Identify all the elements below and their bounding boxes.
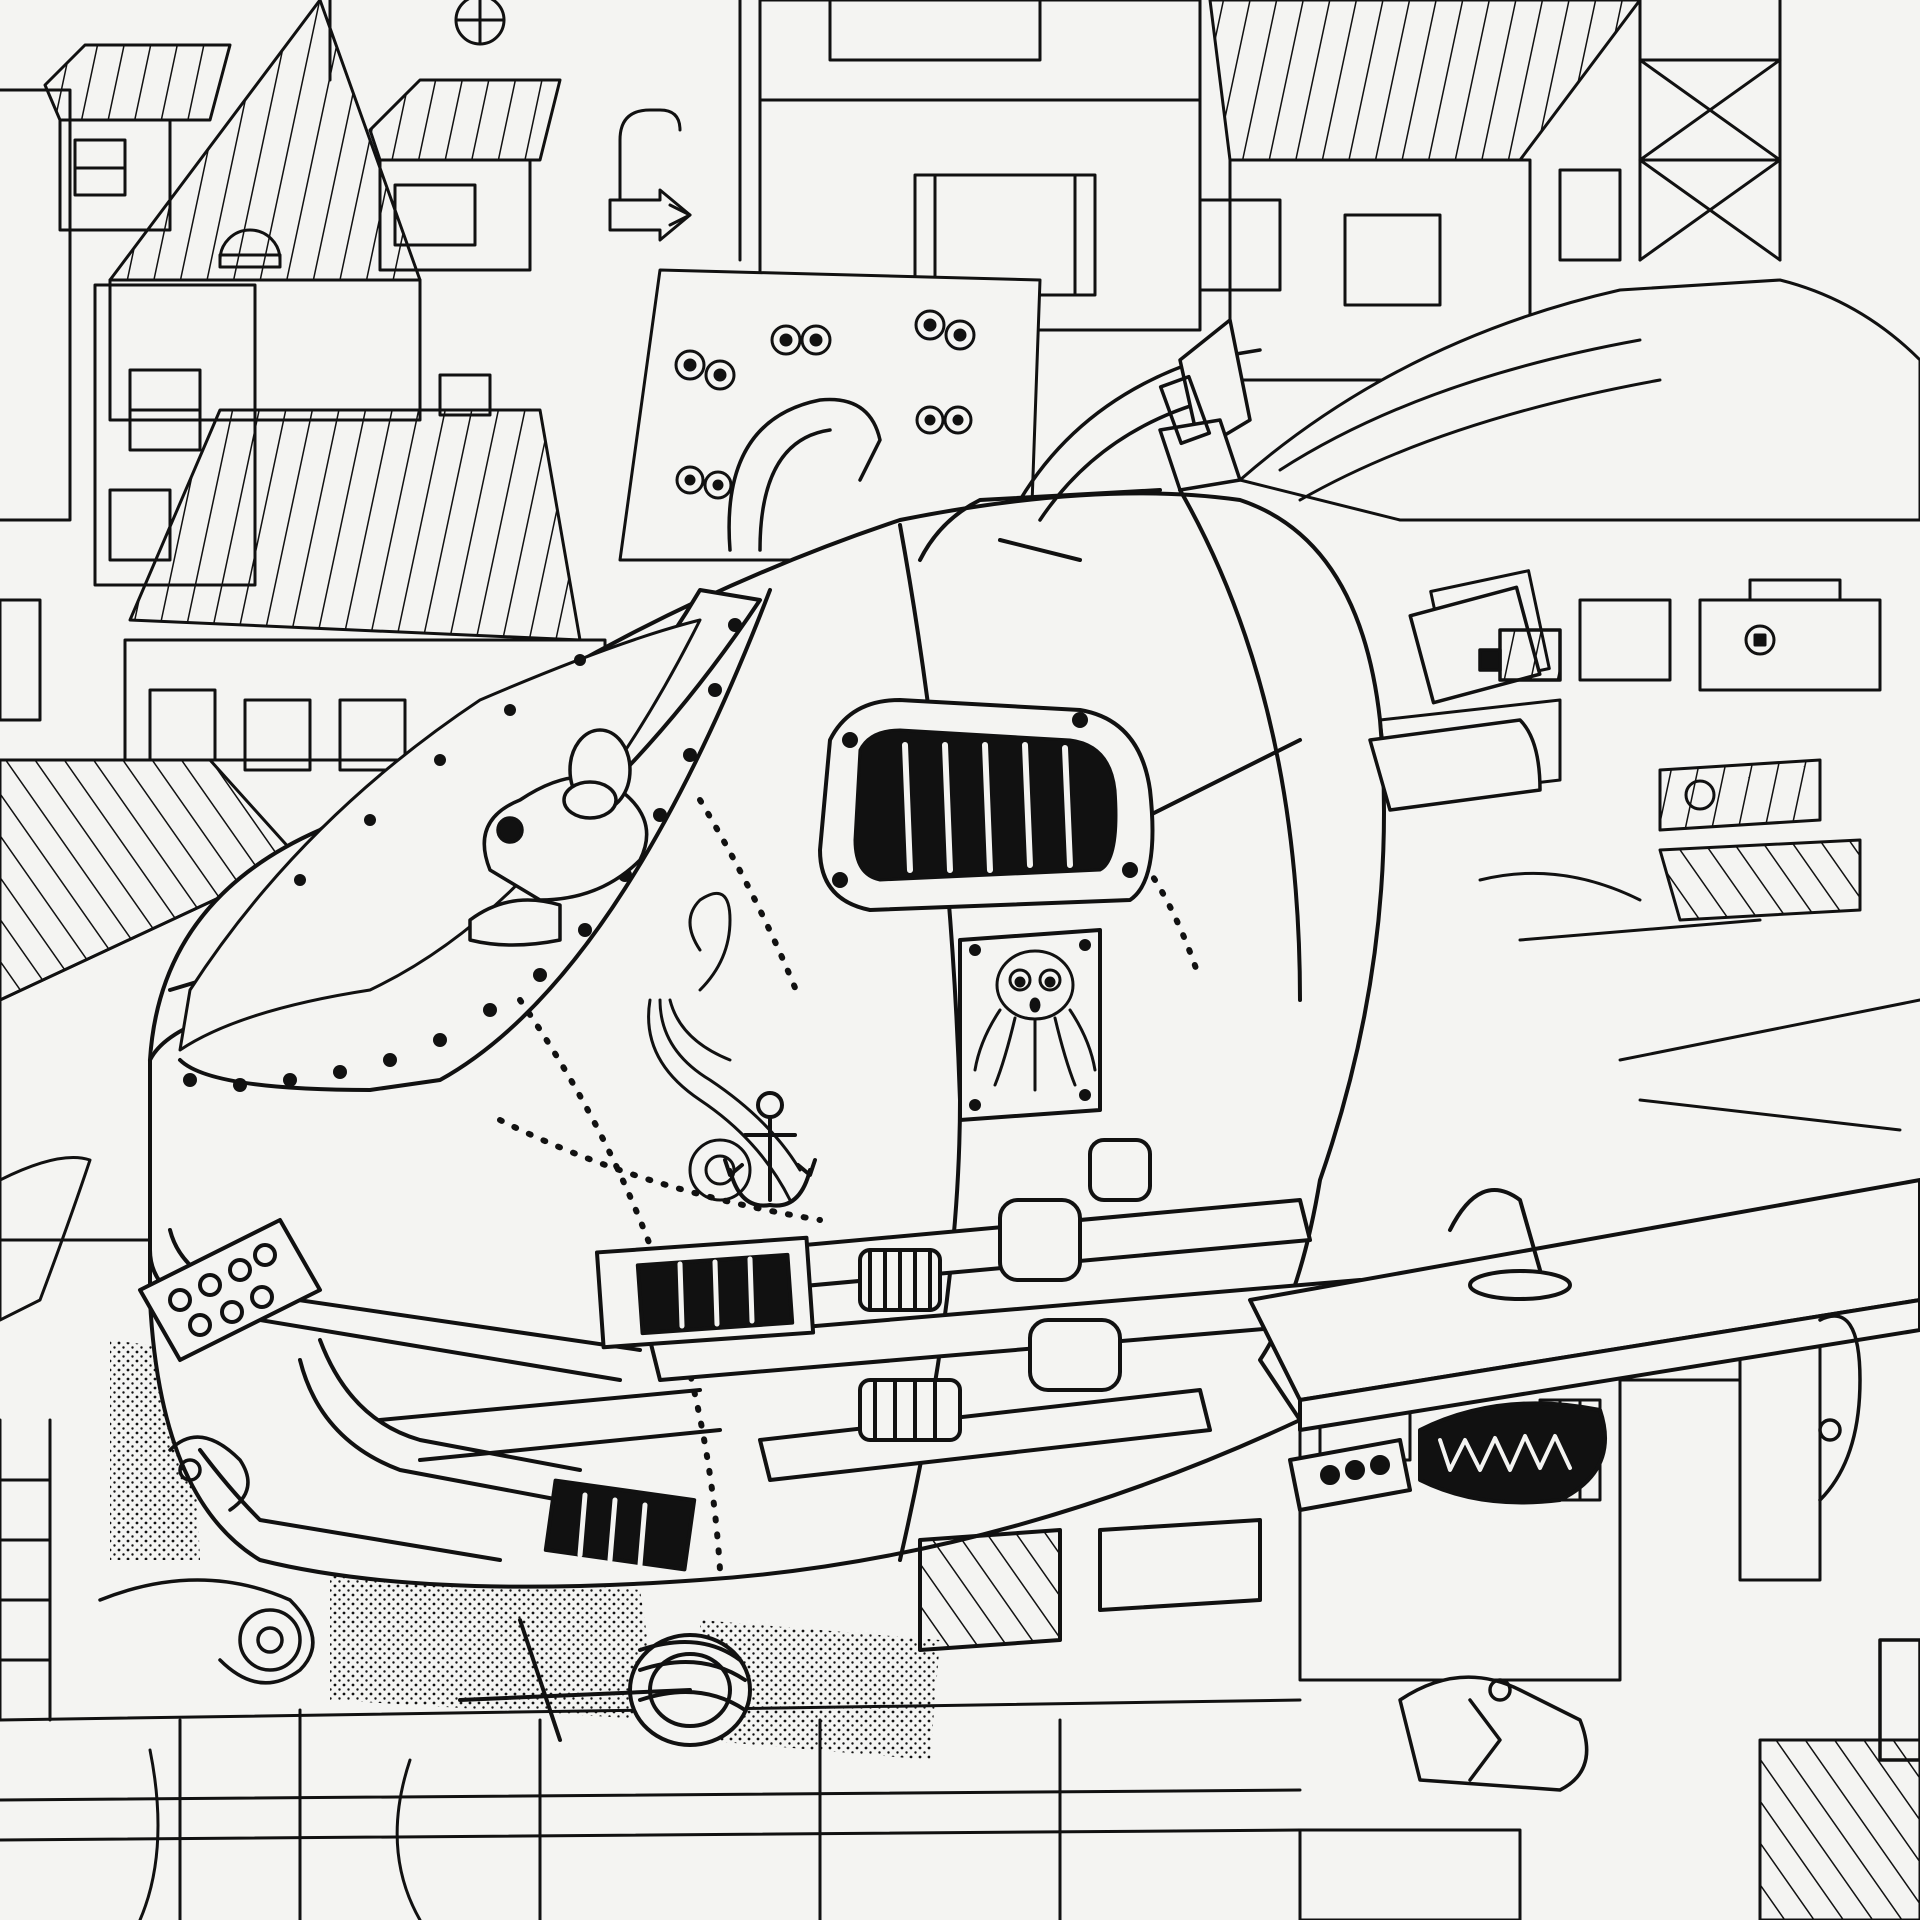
- window-rivets: [183, 618, 742, 1092]
- spring-coil-1: [860, 1250, 940, 1310]
- arrow-right-icon: [670, 205, 690, 225]
- headlight-box-right: [1290, 1440, 1410, 1510]
- right-platform: [1250, 1180, 1920, 1430]
- anchor-icon: [725, 1093, 815, 1206]
- bottom-spring: [460, 1620, 750, 1745]
- stippled-shadows: [110, 1340, 940, 1760]
- tent-top-left: [110, 0, 420, 420]
- tent-top-right: [1200, 0, 1640, 380]
- headlight-box-left: [140, 1220, 320, 1360]
- snail-creature: [100, 1437, 313, 1683]
- bottom-hatch: [920, 1520, 1260, 1650]
- big-striped-tent: [130, 375, 580, 640]
- eyes-pair-5: [677, 467, 731, 498]
- machine-mouth: [1420, 1403, 1605, 1502]
- dog-pilot: [470, 730, 647, 945]
- black-plate-front: [597, 1238, 813, 1347]
- ground-rails: [0, 1700, 1520, 1920]
- hull-grille: [820, 700, 1153, 910]
- eyes-pair-1: [772, 326, 830, 354]
- arrow-sign: [610, 110, 690, 240]
- eyes-pair-4: [917, 407, 971, 433]
- eyes-pair-2: [916, 311, 974, 349]
- ladder-left: [0, 1158, 90, 1721]
- cockpit-glass: [180, 620, 700, 1050]
- scaffolding-right: [1560, 0, 1780, 260]
- black-plate-lower: [546, 1481, 694, 1570]
- octopus-icon: [975, 951, 1095, 1090]
- house-top-center: [330, 0, 560, 270]
- oval-window-panel: [1370, 720, 1540, 810]
- house-top-left: [45, 45, 230, 230]
- lower-right-details: [1400, 1316, 1920, 1790]
- eyes-pair-3: [676, 351, 734, 389]
- top-tube-arms: [729, 320, 1260, 550]
- side-camera: [1410, 587, 1560, 702]
- octopus-door: [960, 930, 1100, 1120]
- cockpit-window: [150, 590, 770, 1092]
- left-building: [0, 90, 70, 720]
- spring-coil-2: [860, 1380, 960, 1440]
